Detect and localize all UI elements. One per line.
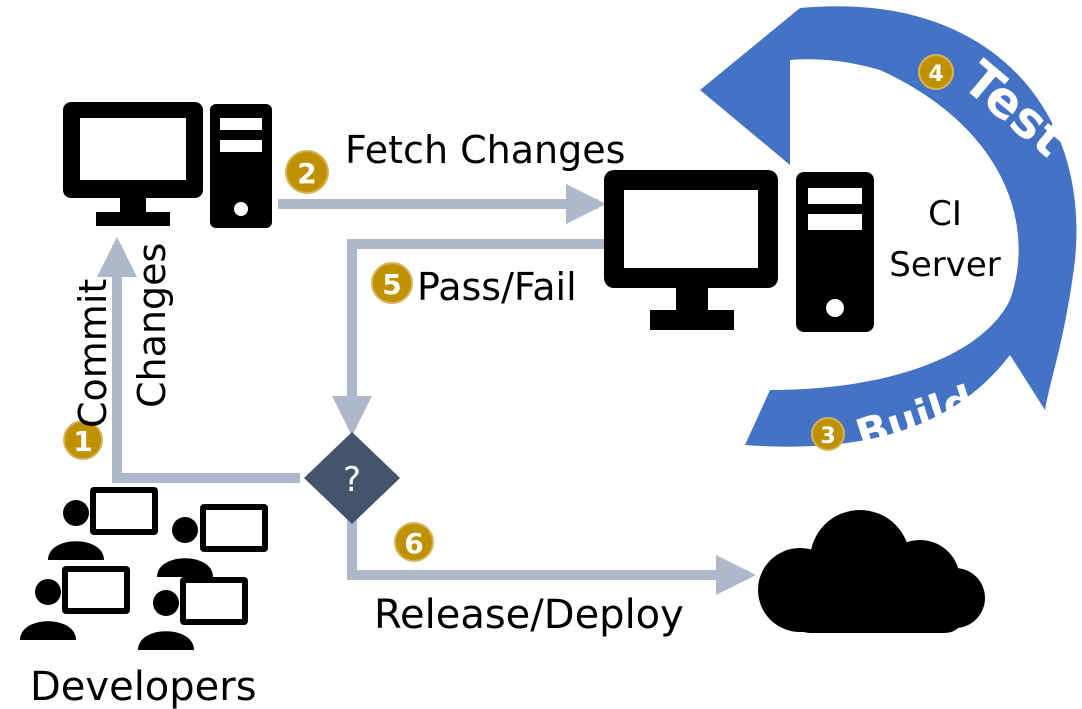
pass-fail-arrow xyxy=(332,239,604,436)
step-badge-5: 5 xyxy=(371,262,413,304)
step-number-3: 3 xyxy=(820,424,835,449)
step-badge-4: 4 xyxy=(918,54,954,90)
developers-group-icon xyxy=(20,487,268,650)
step-badge-1: 1 xyxy=(63,420,103,460)
step-number-2: 2 xyxy=(297,157,316,190)
ci-cycle-arc xyxy=(700,6,1077,447)
step-number-6: 6 xyxy=(404,527,423,560)
release-deploy-label: Release/Deploy xyxy=(374,592,684,638)
changes-label: Changes xyxy=(130,243,174,408)
step-badge-6: 6 xyxy=(394,522,434,562)
step-badge-2: 2 xyxy=(285,150,329,194)
step-badge-3: 3 xyxy=(811,417,845,451)
ci-label: CI xyxy=(928,194,962,234)
developer-computer-icon xyxy=(63,102,272,228)
cloud-icon xyxy=(758,510,985,633)
commit-label: Commit xyxy=(71,279,115,428)
decision-diamond: ? xyxy=(304,432,400,524)
step-number-4: 4 xyxy=(928,62,943,87)
pass-fail-label: Pass/Fail xyxy=(417,265,577,309)
server-label: Server xyxy=(889,245,1001,285)
developers-label: Developers xyxy=(30,664,257,709)
commit-arrow xyxy=(97,237,300,483)
fetch-changes-label: Fetch Changes xyxy=(345,128,625,172)
ci-server-icon xyxy=(604,170,874,332)
connector-arrows xyxy=(97,184,756,595)
decision-label: ? xyxy=(343,460,361,500)
step-number-1: 1 xyxy=(73,425,92,458)
step-number-5: 5 xyxy=(382,268,401,301)
release-arrow xyxy=(347,516,756,595)
